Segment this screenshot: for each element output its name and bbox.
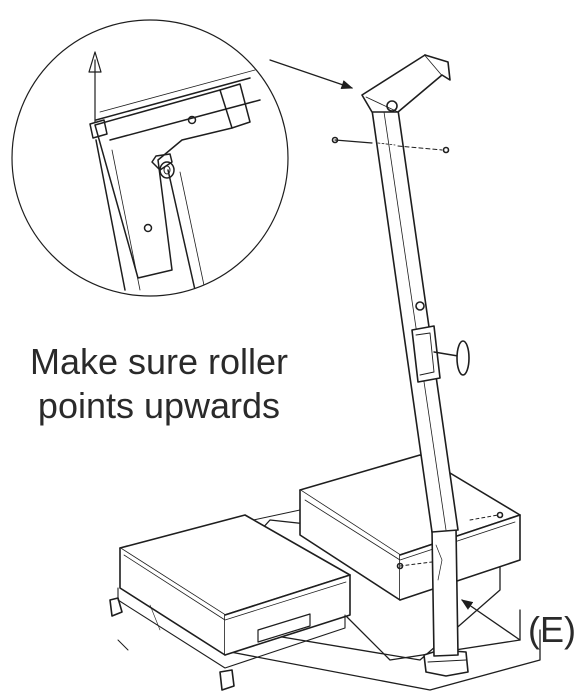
scale-base: [109, 454, 541, 691]
upright-column: [331, 54, 470, 677]
part-pointer-arrow-icon: [461, 599, 521, 641]
part-label: (E): [528, 609, 576, 650]
caption-line-2: points upwards: [37, 385, 281, 426]
detail-pointer-arrow-icon: [269, 59, 354, 90]
caption-line-1: Make sure roller: [29, 341, 289, 382]
instruction-caption: Make sure roller points upwards: [0, 340, 318, 428]
roller-detail-magnifier: [11, 19, 289, 297]
up-arrow-icon: [88, 51, 102, 73]
